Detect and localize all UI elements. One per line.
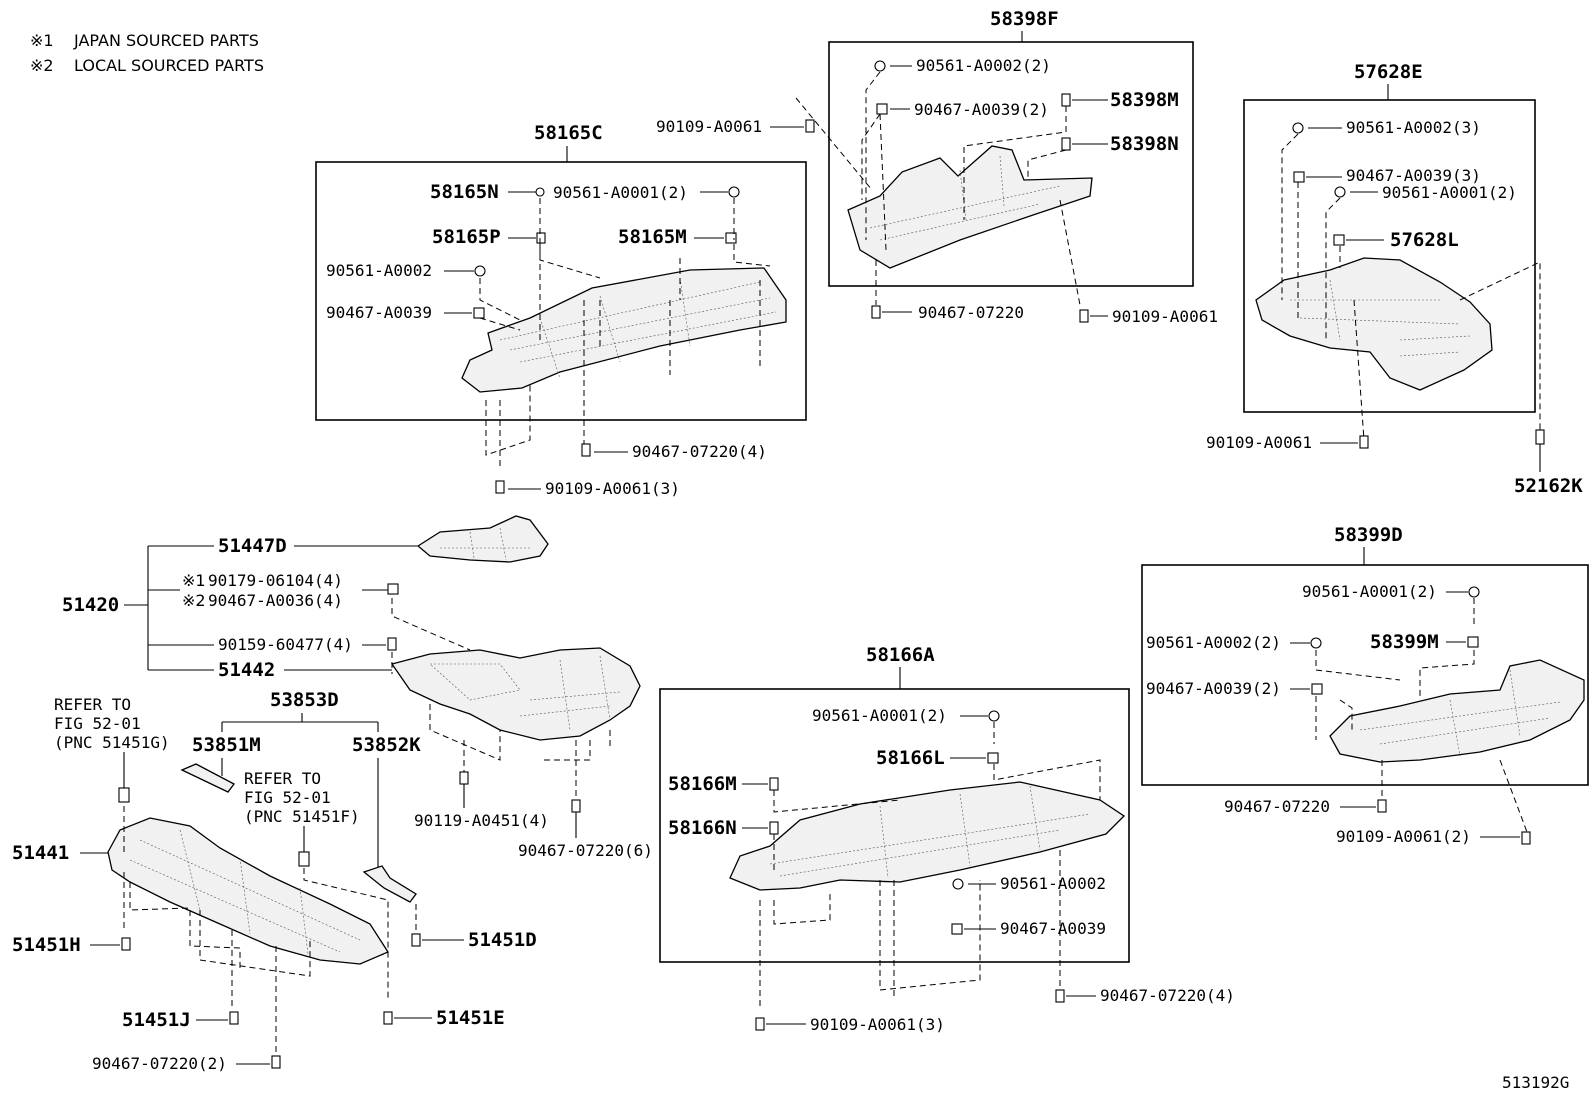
label-90561-A0001-2-58166: 90561-A0001(2) bbox=[812, 706, 947, 725]
front-under-cover-51441 bbox=[107, 817, 389, 965]
label-90109-A0061-57628: 90109-A0061 bbox=[1206, 433, 1312, 452]
label-53853D: 53853D bbox=[270, 689, 339, 711]
label-90561-A0001-2-58399: 90561-A0001(2) bbox=[1302, 582, 1437, 601]
label-90467-07220-6: 90467-07220(6) bbox=[518, 841, 653, 860]
group-58399D: 58399D 90561-A0001(2) 90561-A0002(2) 583… bbox=[1141, 524, 1589, 846]
label-pnc-51451F: (PNC 51451F) bbox=[244, 807, 360, 826]
label-90109-A0061-3-58166: 90109-A0061(3) bbox=[810, 1015, 945, 1034]
label-90467-07220-2: 90467-07220(2) bbox=[92, 1054, 227, 1073]
label-90467-A0039-58166: 90467-A0039 bbox=[1000, 919, 1106, 938]
note-1-text: JAPAN SOURCED PARTS bbox=[73, 31, 259, 50]
label-51451H: 51451H bbox=[12, 934, 81, 956]
label-58166N: 58166N bbox=[668, 817, 737, 839]
label-90467-A0039: 90467-A0039 bbox=[326, 303, 432, 322]
label-pnc-51451G: (PNC 51451G) bbox=[54, 733, 170, 752]
group-58398F: 58398F 90561-A0002(2) 90467-A0039(2) 583… bbox=[656, 8, 1218, 326]
note-2-mark: ※2 bbox=[30, 56, 54, 75]
label-90467-07220: 90467-07220 bbox=[918, 303, 1024, 322]
label-note1-mark-51420: ※1 bbox=[182, 571, 206, 590]
label-51451D: 51451D bbox=[468, 929, 537, 951]
label-90109-A0061-top: 90109-A0061 bbox=[656, 117, 762, 136]
label-53851M: 53851M bbox=[192, 734, 261, 756]
label-90467-07220-4-58166: 90467-07220(4) bbox=[1100, 986, 1235, 1005]
label-refer-to-2: REFER TO bbox=[244, 769, 321, 788]
under-cover-58166A bbox=[729, 781, 1126, 891]
label-58398M: 58398M bbox=[1110, 89, 1179, 111]
bracket-53851M bbox=[180, 763, 235, 793]
label-90561-A0002-3: 90561-A0002(3) bbox=[1346, 118, 1481, 137]
label-58165N: 58165N bbox=[430, 181, 499, 203]
note-2-text: LOCAL SOURCED PARTS bbox=[74, 56, 264, 75]
group-58165C-frame bbox=[315, 161, 807, 421]
under-cover-58399D bbox=[1329, 659, 1585, 763]
group-57628E: 57628E 90561-A0002(3) 90467-A0039(3) 905… bbox=[1206, 61, 1583, 497]
group-58398F-frame bbox=[828, 41, 1194, 287]
label-53852K: 53852K bbox=[352, 734, 421, 756]
under-cover-57628E bbox=[1255, 257, 1493, 391]
label-57628L: 57628L bbox=[1390, 229, 1459, 251]
label-fig-52-01-1: FIG 52-01 bbox=[54, 714, 141, 733]
figure-id: 513192G bbox=[1502, 1073, 1569, 1092]
label-90109-A0061-3: 90109-A0061(3) bbox=[545, 479, 680, 498]
label-52162K: 52162K bbox=[1514, 475, 1583, 497]
cover-51447D bbox=[416, 515, 549, 563]
label-90467-07220-58399: 90467-07220 bbox=[1224, 797, 1330, 816]
label-90159-60477-4: 90159-60477(4) bbox=[218, 635, 353, 654]
label-fig-52-01-2: FIG 52-01 bbox=[244, 788, 331, 807]
group-57628E-title: 57628E bbox=[1354, 61, 1423, 83]
label-90467-A0039-3: 90467-A0039(3) bbox=[1346, 166, 1481, 185]
label-90109-A0061-right: 90109-A0061 bbox=[1112, 307, 1218, 326]
group-51420: 51420 51447D ※1 90179-06104(4) ※2 90467-… bbox=[62, 515, 653, 860]
label-90467-07220-4: 90467-07220(4) bbox=[632, 442, 767, 461]
label-90561-A0002-2: 90561-A0002(2) bbox=[916, 56, 1051, 75]
label-90561-A0001-2-57628: 90561-A0001(2) bbox=[1382, 183, 1517, 202]
label-58166L: 58166L bbox=[876, 747, 945, 769]
label-refer-to-1: REFER TO bbox=[54, 695, 131, 714]
label-58165P: 58165P bbox=[432, 226, 501, 248]
label-51442: 51442 bbox=[218, 659, 275, 681]
label-90467-A0039-2: 90467-A0039(2) bbox=[914, 100, 1049, 119]
group-51441-title: 51441 bbox=[12, 842, 69, 864]
engine-under-cover-51442 bbox=[390, 647, 641, 741]
label-90561-A0002: 90561-A0002 bbox=[326, 261, 432, 280]
label-90467-A0039-2-58399: 90467-A0039(2) bbox=[1146, 679, 1281, 698]
label-note2-mark-51420: ※2 bbox=[182, 591, 206, 610]
label-58165M: 58165M bbox=[618, 226, 687, 248]
label-51451E: 51451E bbox=[436, 1007, 505, 1029]
under-cover-58398F bbox=[847, 145, 1093, 269]
under-cover-58165C bbox=[461, 267, 787, 393]
group-57628E-frame bbox=[1243, 99, 1536, 413]
label-51447D: 51447D bbox=[218, 535, 287, 557]
bracket-53852K bbox=[362, 865, 417, 903]
label-90179-06104-4: 90179-06104(4) bbox=[208, 571, 343, 590]
label-90561-A0002-58166: 90561-A0002 bbox=[1000, 874, 1106, 893]
label-90561-A0001-2: 90561-A0001(2) bbox=[553, 183, 688, 202]
label-58398N: 58398N bbox=[1110, 133, 1179, 155]
group-58399D-frame bbox=[1141, 564, 1589, 786]
group-58166A-title: 58166A bbox=[866, 644, 935, 666]
label-90561-A0002-2-58399: 90561-A0002(2) bbox=[1146, 633, 1281, 652]
label-58166M: 58166M bbox=[668, 773, 737, 795]
group-58166A: 58166A 90561-A0001(2) 58166L 58166M 5816… bbox=[659, 644, 1235, 1034]
group-51420-title: 51420 bbox=[62, 594, 119, 616]
label-58399M: 58399M bbox=[1370, 631, 1439, 653]
label-90109-A0061-2-58399: 90109-A0061(2) bbox=[1336, 827, 1471, 846]
note-1-mark: ※1 bbox=[30, 31, 54, 50]
group-51441: 51441 REFER TO FIG 52-01 (PNC 51451G) 53… bbox=[12, 689, 537, 1073]
label-90119-A0451-4: 90119-A0451(4) bbox=[414, 811, 549, 830]
group-58399D-title: 58399D bbox=[1334, 524, 1403, 546]
group-58165C-title: 58165C bbox=[534, 122, 603, 144]
group-58398F-title: 58398F bbox=[990, 8, 1059, 30]
label-51451J: 51451J bbox=[122, 1009, 191, 1031]
label-90467-A0036-4: 90467-A0036(4) bbox=[208, 591, 343, 610]
group-58165C: 58165C 58165N 90561-A0001(2) 58165P 5816… bbox=[315, 122, 807, 498]
